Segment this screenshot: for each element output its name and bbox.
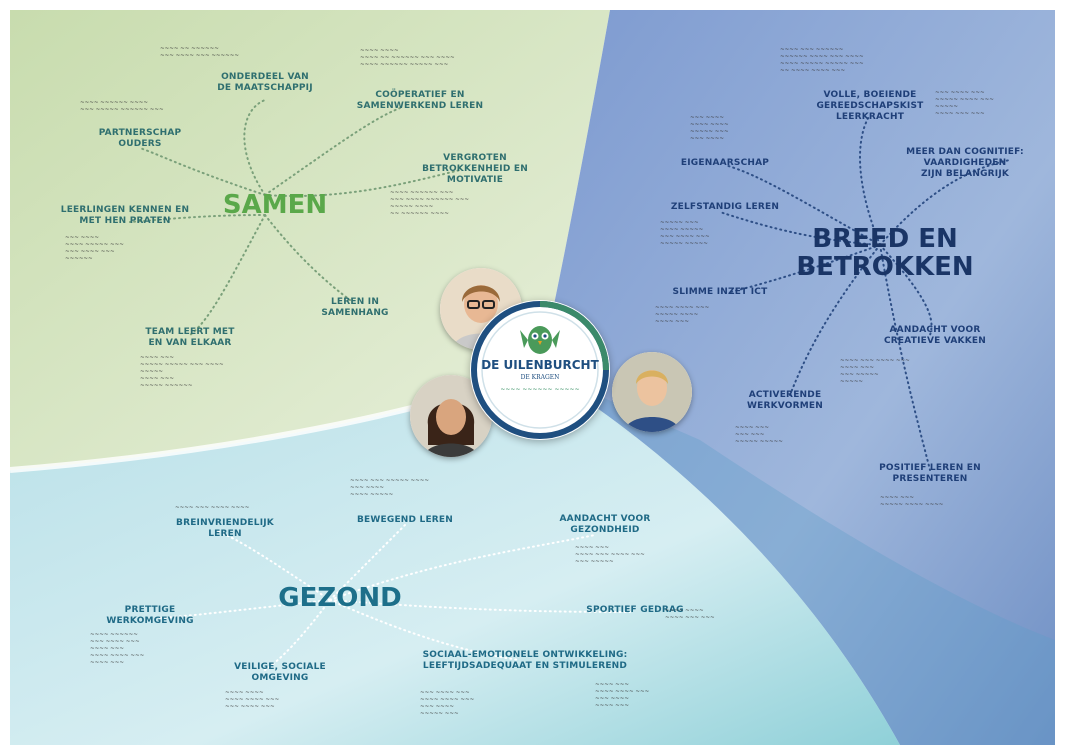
scribble-note: ~~~~ ~~~ ~~~~ ~~~ ~~~~ ~~~ ~~~ ~~~~~ ~~~… [840, 358, 910, 385]
scribble-note: ~~~~ ~~~~ ~~~~ ~~~~ ~~~ ~~~ ~~~~ ~~~ [225, 690, 280, 710]
scribble-note: ~~~~ ~~~ ~~~~~ ~~~~ ~~~~ [880, 495, 944, 508]
scribble-note: ~~~ ~~~~ ~~~ ~~~~~ ~~~~ ~~~ ~~~~~ ~~~~ ~… [935, 90, 994, 117]
breed-topic-ict: SLIMME INZET ICT [672, 287, 768, 297]
scribble-note: ~~~ ~~~~ ~~~~ ~~~~~ ~~~ ~~~ ~~~~ ~~~ ~~~… [65, 235, 124, 262]
samen-topic-maatschappij: ONDERDEEL VAN DE MAATSCHAPPIJ [217, 72, 313, 93]
owl-icon [520, 326, 560, 354]
samen-topic-betrokkenheid: VERGROTEN BETROKKENHEID EN MOTIVATIE [422, 153, 528, 185]
samen-topic-partnerschap: PARTNERSCHAP OUDERS [98, 128, 182, 149]
scribble-note: ~~~~ ~~~ ~~~~~ ~~~~ ~~~ ~~~~ ~~~~ ~~~~~ [350, 478, 429, 498]
student-photo-right [612, 352, 692, 432]
scribble-note: ~~~~ ~~~ ~~~~~ ~~~~~ ~~~ ~~~~ ~~~~~ ~~~~… [140, 355, 224, 389]
breed-topic-presenteren: POSITIEF LEREN EN PRESENTEREN [879, 463, 981, 484]
samen-topic-cooperatief: COÖPERATIEF EN SAMENWERKEND LEREN [356, 90, 484, 111]
scribble-note: ~~~~ ~~~ ~~~ ~~~ ~~~~~ ~~~~~ [735, 425, 783, 445]
logo-subtitle: DE KRAGEN [520, 374, 560, 381]
gezond-topic-werkomgeving: PRETTIGE WERKOMGEVING [106, 605, 194, 626]
school-logo: DE UILENBURCHT DE KRAGEN ~~~~ ~~~~~~ ~~~… [470, 300, 610, 440]
samen-topic-leerlingen: LEERLINGEN KENNEN EN MET HEN PRATEN [60, 205, 190, 226]
scribble-note: ~~~~ ~~~~ ~~~~ ~~ ~~~~~~ ~~~ ~~~~ ~~~~ ~… [360, 48, 455, 68]
gezond-topic-sociaal-emotioneel: SOCIAAL-EMOTIONELE ONTWIKKELING: LEEFTIJ… [422, 650, 628, 671]
scribble-note: ~~~ ~~~~ ~~~~ ~~~~ ~~~~~ ~~~ ~~~ ~~~~ [690, 115, 729, 142]
scribble-note: ~~~~~ ~~~ ~~~~ ~~~~~ ~~~ ~~~~ ~~~ ~~~~~ … [660, 220, 710, 247]
scribble-note: ~~~~ ~~~~~~ ~~~ ~~~~ ~~~ ~~~~ ~~~ ~~~~ ~… [90, 632, 145, 666]
scribble-note: ~~~~ ~~~ ~~~~ ~~~ ~~~~ ~~~ ~~~ ~~~~~ [575, 545, 645, 565]
gezond-hub: GEZOND [278, 583, 402, 613]
student-photo-left [410, 375, 492, 457]
breed-topic-creatieve-vakken: AANDACHT VOOR CREATIEVE VAKKEN [884, 325, 986, 346]
breed-topic-zelfstandig: ZELFSTANDIG LEREN [670, 202, 780, 212]
scribble-note: ~~~~ ~~~ ~~~~ ~~~~ ~~~ ~~~ ~~~~ ~~~~ ~~~ [595, 682, 650, 709]
samen-topic-samenhang: LEREN IN SAMENHANG [321, 297, 389, 318]
scribble-note: ~~~~ ~~ ~~~~~~ ~~~ ~~~~ ~~~ ~~~~~~ [160, 46, 239, 59]
breed-hub: BREED EN BETROKKEN [796, 224, 974, 282]
gezond-topic-sportief: SPORTIEF GEDRAG [586, 605, 684, 615]
scribble-note: ~~~~ ~~~~~~ ~~~~ ~~~ ~~~~~ ~~~~~~ ~~~ [80, 100, 164, 113]
breed-topic-eigenaarschap: EIGENAARSCHAP [680, 158, 770, 168]
scribble-note: ~~~~ ~~~~~~ ~~~ ~~~ ~~~~ ~~~~~~ ~~~ ~~~~… [390, 190, 469, 217]
breed-topic-werkvormen: ACTIVERENDE WERKVORMEN [746, 390, 823, 411]
samen-hub: SAMEN [222, 190, 328, 220]
scribble-note: ~~~~ ~~~ ~~~~~~ ~~~~~~ ~~~~ ~~~ ~~~~ ~~~… [780, 47, 864, 74]
gezond-topic-veilig: VEILIGE, SOCIALE OMGEVING [234, 662, 326, 683]
logo-tagline: ~~~~ ~~~~~~ ~~~~~ [500, 386, 580, 393]
gezond-topic-gezondheid: AANDACHT VOOR GEZONDHEID [559, 514, 651, 535]
scribble-note: ~~~~ ~~~~ ~~~ ~~~~~ ~~~~ ~~~~ ~~~ [655, 305, 710, 325]
breed-topic-vaardigheden: MEER DAN COGNITIEF: VAARDIGHEDEN ZIJN BE… [906, 147, 1024, 179]
samen-topic-team: TEAM LEERT MET EN VAN ELKAAR [145, 327, 235, 348]
scribble-note: ~~~~ ~~~ ~~~~ ~~~~ [175, 505, 250, 511]
logo-title: DE UILENBURCHT [481, 358, 599, 372]
breed-topic-gereedschapskist: VOLLE, BOEIENDE GEREEDSCHAPSKIST LEERKRA… [816, 90, 924, 122]
scribble-note: ~~~ ~~~~ ~~~ ~~~~ ~~~~ ~~~ ~~~ ~~~~ ~~~~… [420, 690, 475, 717]
gezond-topic-bewegend: BEWEGEND LEREN [356, 515, 454, 525]
gezond-topic-breinvriendelijk: BREINVRIENDELIJK LEREN [176, 518, 274, 539]
scribble-note: ~~~~ ~~~~ ~~~~ ~~~ ~~~ [665, 608, 715, 621]
